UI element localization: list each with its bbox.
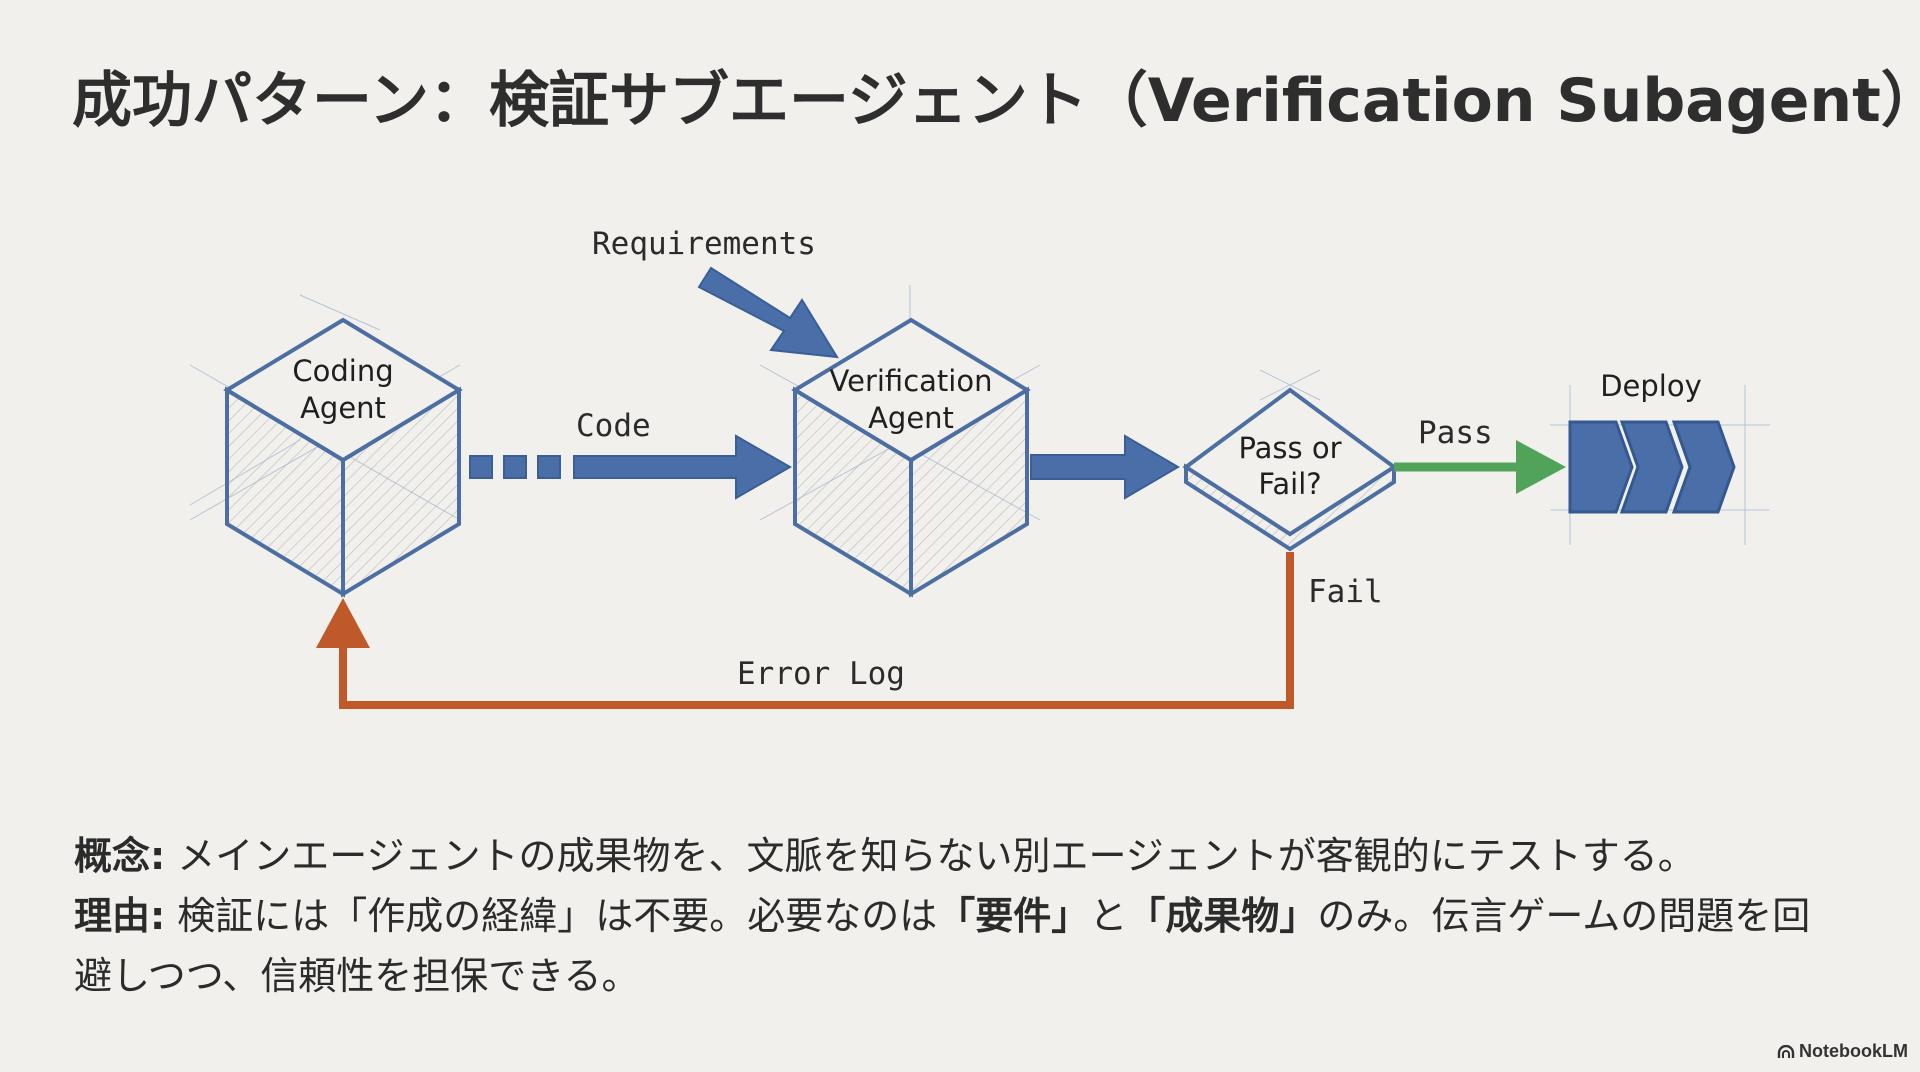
reason-text-3: のみ。伝言ゲームの問題を回避しつつ、信頼性を担保できる。 — [74, 894, 1811, 998]
reason-label: 理由: — [74, 894, 166, 938]
reason-bold-requirements: 「要件」 — [937, 894, 1090, 938]
page-title: 成功パターン：検証サブエージェント（Verification Subagent） — [72, 66, 1920, 136]
requirements-arrow — [697, 266, 839, 359]
code-arrow — [469, 434, 793, 500]
error-log-loop — [316, 552, 1294, 709]
reason-paragraph: 理由: 検証には「作成の経緯」は不要。必要なのは「要件」と「成果物」のみ。伝言ゲ… — [74, 886, 1834, 1006]
coding-agent-label-line1: Coding — [292, 354, 393, 388]
verification-agent-label-line1: Verification — [830, 364, 993, 398]
reason-bold-deliverable: 「成果物」 — [1127, 894, 1318, 938]
verification-agent-cube: Verification Agent — [791, 317, 1031, 598]
reason-text-2: と — [1089, 894, 1128, 938]
deploy-label: Deploy — [1600, 369, 1702, 403]
decision-diamond: Pass or Fail? — [1182, 387, 1398, 552]
pass-arrow — [1394, 440, 1566, 494]
concept-label: 概念: — [74, 834, 166, 878]
deploy-chevrons — [1568, 420, 1736, 514]
explanation-block: 概念: メインエージェントの成果物を、文脈を知らない別エージェントが客観的にテス… — [74, 826, 1834, 1006]
notebooklm-branding: NotebookLM — [1777, 1041, 1908, 1062]
decision-label-line1: Pass or — [1238, 431, 1341, 465]
coding-agent-label-line2: Agent — [300, 391, 386, 425]
reason-text-1: 検証には「作成の経緯」は不要。必要なのは — [165, 894, 938, 938]
coding-agent-cube: Coding Agent — [223, 317, 463, 598]
verification-to-decision-arrow — [1030, 434, 1180, 500]
pass-label: Pass — [1418, 415, 1493, 451]
error-log-label: Error Log — [737, 656, 905, 692]
concept-line: 概念: メインエージェントの成果物を、文脈を知らない別エージェントが客観的にテス… — [74, 826, 1834, 886]
requirements-label: Requirements — [592, 226, 816, 262]
notebooklm-logo-icon — [1777, 1044, 1795, 1058]
verification-agent-label-line2: Agent — [868, 401, 954, 435]
decision-label-line2: Fail? — [1258, 467, 1321, 501]
fail-label: Fail — [1308, 574, 1383, 610]
concept-text: メインエージェントの成果物を、文脈を知らない別エージェントが客観的にテストする。 — [165, 834, 1696, 878]
code-label: Code — [576, 408, 651, 444]
notebooklm-name: NotebookLM — [1799, 1041, 1908, 1061]
